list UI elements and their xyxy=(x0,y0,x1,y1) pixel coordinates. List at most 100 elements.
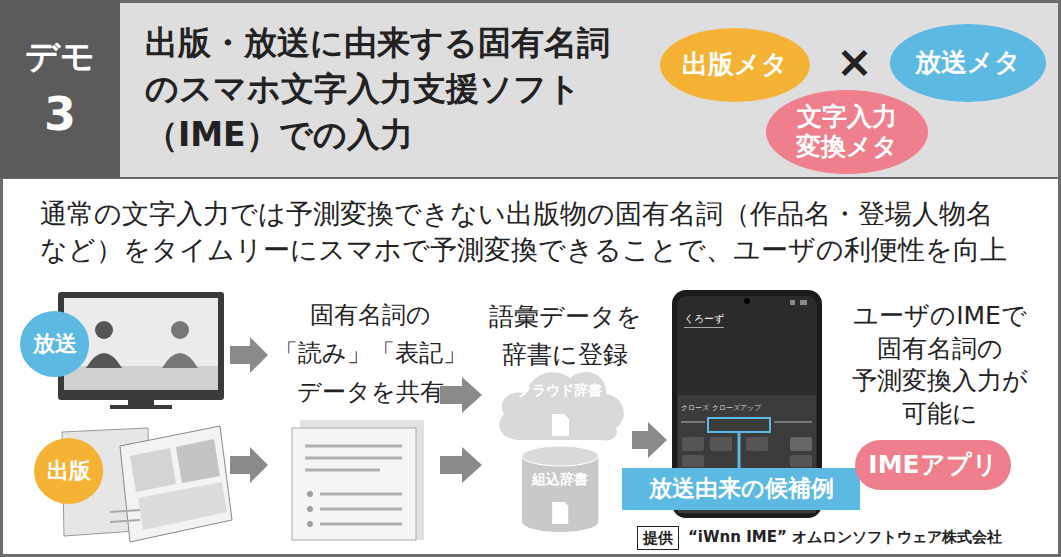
key xyxy=(790,455,812,467)
ellipse-shape xyxy=(34,438,103,504)
node-content: 放送メタ xyxy=(890,24,1046,102)
status-icon xyxy=(790,300,795,305)
header-rule xyxy=(0,177,1061,179)
block-arrow xyxy=(230,337,268,373)
text-line xyxy=(305,445,402,448)
person-body xyxy=(86,353,122,368)
node-outline xyxy=(522,446,598,532)
key xyxy=(682,437,704,451)
magazine-page xyxy=(120,426,232,542)
node-content: IMEアプリ xyxy=(855,440,1011,490)
node-label: 組込辞書 xyxy=(532,471,588,488)
text-line xyxy=(320,493,402,496)
embedded-dictionary: 組込辞書 xyxy=(522,446,598,532)
phone-input-text: くろーず xyxy=(684,313,724,325)
candidate-row xyxy=(681,421,705,423)
key xyxy=(746,437,768,451)
node-label: 3 xyxy=(44,87,76,142)
result-text: ユーザのIMEで 固有名詞の 予測変換入力が 可能に xyxy=(836,300,1044,430)
node-label: クラウド辞書 xyxy=(518,382,602,399)
status-icon xyxy=(800,300,807,305)
block-arrow xyxy=(632,422,667,458)
tv-stand xyxy=(128,400,154,405)
candidate-highlight xyxy=(708,418,770,432)
text-line xyxy=(110,510,140,512)
node-content: クラウド辞書 xyxy=(492,362,628,442)
person-head xyxy=(171,321,189,339)
text-line xyxy=(305,469,380,472)
phone-camera xyxy=(744,298,750,304)
person-body xyxy=(162,353,198,368)
node-label: 出版 xyxy=(47,458,91,484)
header-band xyxy=(3,3,1058,178)
node-label: 文字入力 変換メタ xyxy=(792,102,902,162)
node-outline xyxy=(492,362,628,442)
comic-panel xyxy=(138,482,227,530)
candidate-row xyxy=(774,421,812,423)
block-arrow xyxy=(440,377,482,413)
text-line xyxy=(320,523,402,526)
bullet xyxy=(307,521,313,527)
cloud-shape xyxy=(499,372,623,441)
key xyxy=(790,437,812,451)
meta-ellipse: 文字入力 変換メタ xyxy=(766,90,928,174)
candidate-text: クローズ xyxy=(681,404,709,412)
cloud-dictionary: クラウド辞書 xyxy=(492,362,628,442)
text-line xyxy=(110,520,140,522)
title-text: 出版・放送に由来する固有名詞 のスマホ文字入力支援ソフト （IME）での入力 xyxy=(145,20,625,159)
node-label: IMEアプリ xyxy=(868,450,997,480)
app-pill: IMEアプリ xyxy=(855,440,1011,490)
node-label: 放送由来の候補例 xyxy=(649,475,834,503)
demo-badge: デモ 3 xyxy=(0,0,120,178)
callout-leader xyxy=(738,433,741,468)
text-line xyxy=(320,508,402,511)
node-content: デモ 3 xyxy=(0,0,120,178)
credit-text: “iWnn IME” オムロンソフトウェア株式会社 xyxy=(688,528,1002,546)
candidate-text: クローズアップ xyxy=(712,404,761,412)
credit-box: 提供 xyxy=(637,526,679,550)
node-label: 提供 xyxy=(643,529,673,547)
step-text: 固有名詞の 「読み」「表記」 データを共有 xyxy=(272,296,468,411)
bullet xyxy=(307,491,313,497)
times-symbol: × xyxy=(836,36,873,89)
step-text: 語彙データを 辞書に登録 xyxy=(470,298,660,373)
document-illustration xyxy=(292,420,424,540)
summary-text: 通常の文字入力では予測変換できない出版物の固有名詞（作品名・登場人物名 など）を… xyxy=(40,196,1040,268)
bullet xyxy=(307,506,313,512)
ellipse-shape xyxy=(660,28,810,102)
input-underline xyxy=(684,327,724,328)
comic-panel xyxy=(130,448,176,492)
ellipse-shape xyxy=(20,311,89,377)
ellipse-shape xyxy=(890,24,1046,102)
person-head xyxy=(95,321,113,339)
text-line xyxy=(305,457,402,460)
node-label: 出版メタ xyxy=(682,49,788,80)
node-content: 出版 xyxy=(34,438,103,504)
node-content: 提供 xyxy=(638,527,678,549)
node-label: 放送メタ xyxy=(915,47,1021,78)
key xyxy=(710,437,732,451)
media-circle: 出版 xyxy=(34,438,103,504)
block-arrow xyxy=(440,447,482,483)
node-content: 出版メタ xyxy=(660,28,810,102)
callout-box: 放送由来の候補例 xyxy=(622,468,860,510)
node-content: 文字入力 変換メタ xyxy=(766,90,928,174)
ellipse-shape xyxy=(766,90,928,174)
tv-base xyxy=(110,405,172,409)
node-content: 放送由来の候補例 xyxy=(622,468,860,510)
comic-panel xyxy=(176,439,220,483)
node-content: 組込辞書 xyxy=(522,446,598,532)
node-label: デモ xyxy=(25,36,95,77)
node-label: 放送 xyxy=(33,331,77,357)
paper-front xyxy=(292,428,416,540)
key xyxy=(682,455,704,467)
cylinder-top xyxy=(522,446,598,466)
block-arrow xyxy=(230,447,268,483)
media-circle: 放送 xyxy=(20,311,89,377)
document-icon xyxy=(552,502,568,524)
meta-ellipse: 放送メタ xyxy=(890,24,1046,102)
node-content: 放送 xyxy=(20,311,89,377)
document-icon xyxy=(552,414,569,436)
